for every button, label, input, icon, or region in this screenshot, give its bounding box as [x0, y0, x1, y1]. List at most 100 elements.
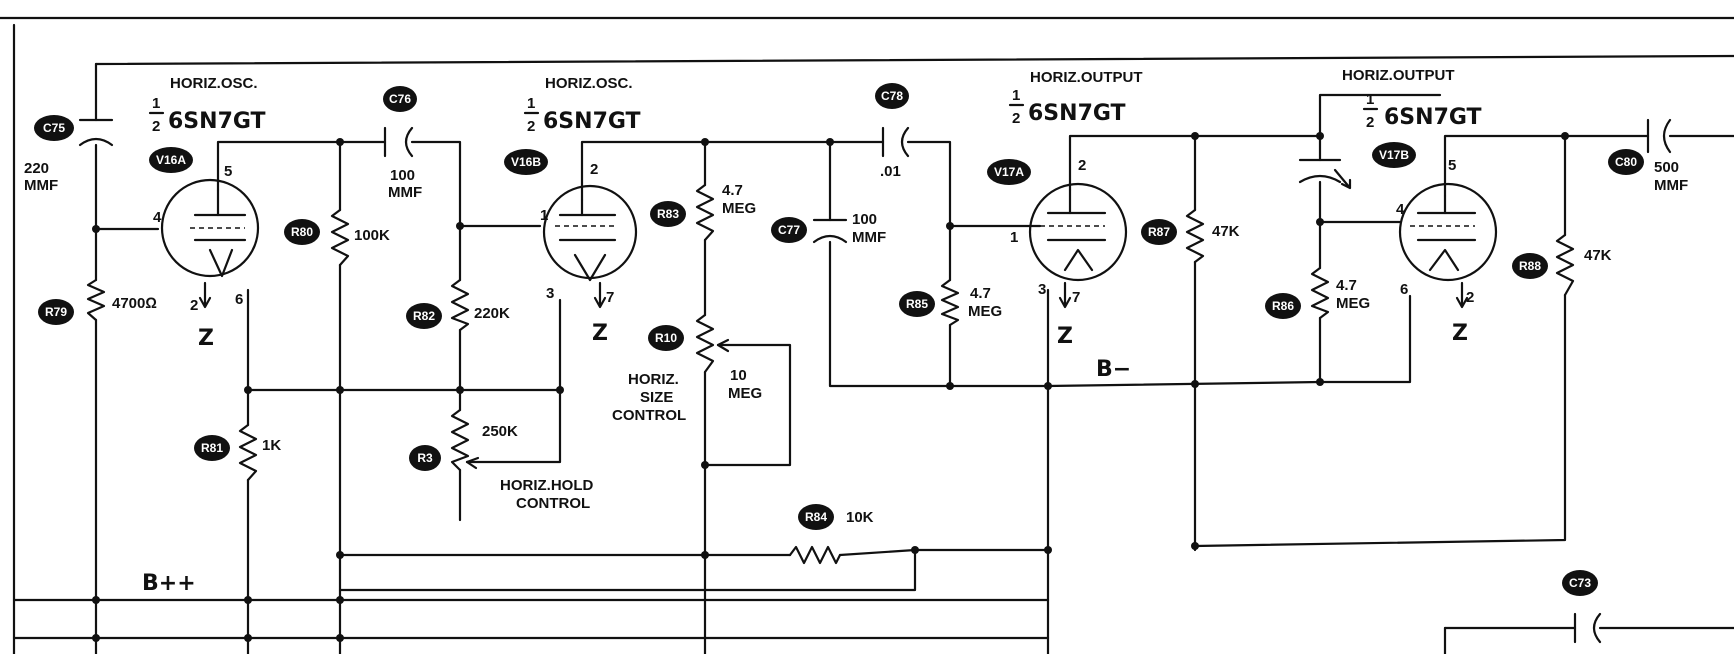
c77-unit: MMF — [852, 229, 886, 246]
tube-v17b-pin-cathode: 6 — [1400, 281, 1408, 298]
tube-v17b-z: Z — [1452, 321, 1468, 346]
tube-v16a-pin-plate: 5 — [224, 163, 232, 180]
tube-v16b-title: HORIZ.OSC. — [545, 75, 633, 92]
tube-v17b-title: HORIZ.OUTPUT — [1342, 67, 1455, 84]
tube-v17b-ref: V17B — [1379, 148, 1409, 162]
potentiometer-r3 — [450, 408, 470, 472]
capacitor-c76 — [383, 126, 414, 158]
r3-ref: R3 — [417, 451, 433, 465]
c75-ref: C75 — [43, 121, 65, 135]
c76-ref: C76 — [389, 92, 411, 106]
tube-v16b-pin-grid: 1 — [540, 207, 548, 224]
r10-label-3: CONTROL — [612, 407, 686, 424]
capacitor-c75 — [78, 118, 114, 147]
r86-value: 4.7 — [1336, 277, 1357, 294]
tube-v17a-pin-grid: 1 — [1010, 229, 1018, 246]
capacitor-c79-trimmer — [1298, 158, 1352, 190]
c76-value: 100 — [390, 167, 415, 184]
capacitor-c80 — [1646, 118, 1672, 154]
r3-label-1: HORIZ.HOLD — [500, 477, 593, 494]
r88-value: 47K — [1584, 247, 1612, 264]
tube-v17a-pin-plate: 2 — [1078, 157, 1086, 174]
r85-ref: R85 — [906, 297, 928, 311]
r84-value: 10K — [846, 509, 874, 526]
tube-v16a-z: Z — [198, 326, 214, 351]
r3-value: 250K — [482, 423, 518, 440]
tube-v16b-type: 6SN7GT — [543, 109, 641, 134]
tube-v17b-pin-heater: 2 — [1466, 289, 1474, 306]
tube-v16b — [542, 184, 638, 309]
r80-ref: R80 — [291, 225, 313, 239]
r83-ref: R83 — [657, 207, 679, 221]
tube-v17b-pin-grid: 4 — [1396, 201, 1405, 218]
resistor-r86 — [1310, 266, 1330, 320]
c76-unit: MMF — [388, 184, 422, 201]
r10-label-1: HORIZ. — [628, 371, 679, 388]
tube-v16a-pin-grid: 4 — [153, 209, 162, 226]
r88-ref: R88 — [1519, 259, 1541, 273]
c77-ref: C77 — [778, 223, 800, 237]
r81-ref: R81 — [201, 441, 223, 455]
tube-v17a — [1028, 182, 1128, 309]
r81-value: 1K — [262, 437, 281, 454]
junction-dots — [92, 132, 1569, 642]
tube-v17a-z: Z — [1057, 324, 1073, 349]
r84-ref: R84 — [805, 510, 827, 524]
r82-ref: R82 — [413, 309, 435, 323]
resistor-r79 — [86, 278, 106, 322]
c78-value: .01 — [880, 163, 901, 180]
tube-v17b-frac-num: 1 — [1366, 91, 1374, 108]
r79-value: 4700Ω — [112, 295, 157, 312]
r79-ref: R79 — [45, 305, 67, 319]
resistor-r84 — [788, 545, 842, 565]
r87-ref: R87 — [1148, 225, 1170, 239]
resistors — [86, 183, 1575, 565]
tube-v16a-ref: V16A — [156, 153, 186, 167]
resistor-r80 — [330, 208, 350, 267]
r82-value: 220K — [474, 305, 510, 322]
potentiometer-r10 — [695, 313, 715, 374]
tube-v17b — [1398, 182, 1498, 309]
r10-label-2: SIZE — [640, 389, 673, 406]
tube-v16b-ref: V16B — [511, 155, 541, 169]
r10-ref: R10 — [655, 331, 677, 345]
c80-value: 500 — [1654, 159, 1679, 176]
tube-v16a — [160, 178, 260, 309]
tube-v17b-pin-plate: 5 — [1448, 157, 1456, 174]
c77-value: 100 — [852, 211, 877, 228]
r83-value: 4.7 — [722, 182, 743, 199]
tube-v17a-pin-cathode: 3 — [1038, 281, 1046, 298]
component-labels: C75 220 MMF C76 100 MMF C78 .01 C77 100 … — [24, 83, 1688, 596]
wiring — [0, 16, 1734, 654]
r10-value: 10 — [730, 367, 747, 384]
tube-v17a-title: HORIZ.OUTPUT — [1030, 69, 1143, 86]
capacitor-c77 — [812, 218, 848, 244]
resistor-r82 — [450, 278, 470, 332]
tube-v17a-frac-den: 2 — [1012, 110, 1020, 127]
c80-ref: C80 — [1615, 155, 1637, 169]
resistor-r83 — [695, 183, 715, 242]
tube-v17a-frac-num: 1 — [1012, 87, 1020, 104]
c75-value: 220 — [24, 160, 49, 177]
tubes — [160, 178, 1498, 309]
r10-unit: MEG — [728, 385, 762, 402]
tube-v16a-type: 6SN7GT — [168, 109, 266, 134]
tube-v16b-frac-num: 1 — [527, 95, 535, 112]
tube-v16a-pin-cathode: 6 — [235, 291, 243, 308]
c75-unit: MMF — [24, 177, 58, 194]
tube-v17b-frac-den: 2 — [1366, 114, 1374, 131]
tube-v16b-z: Z — [592, 321, 608, 346]
tube-v16a-frac-num: 1 — [152, 95, 160, 112]
r86-unit: MEG — [1336, 295, 1370, 312]
b-plus-plus-label: B++ — [142, 571, 196, 596]
tube-v16b-pin-cathode: 3 — [546, 285, 554, 302]
tube-v16a-title: HORIZ.OSC. — [170, 75, 258, 92]
r80-value: 100K — [354, 227, 390, 244]
capacitors — [78, 118, 1672, 644]
capacitor-c78 — [881, 126, 910, 158]
tube-v16b-pin-heater: 7 — [606, 289, 614, 306]
r3-label-2: CONTROL — [516, 495, 590, 512]
r85-value: 4.7 — [970, 285, 991, 302]
capacitor-c73 — [1573, 612, 1602, 644]
